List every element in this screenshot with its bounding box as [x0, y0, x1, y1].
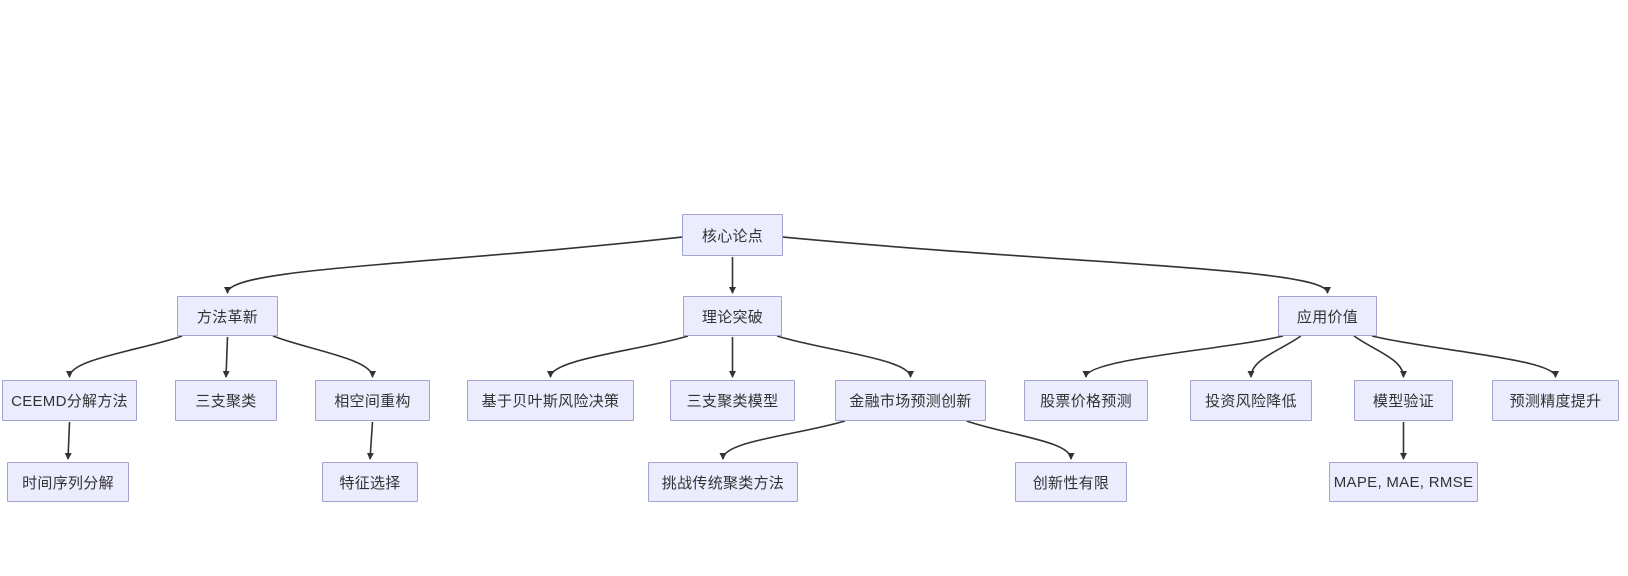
edge-application-risk	[1247, 335, 1302, 378]
edge-application-validation	[1353, 335, 1407, 378]
node-ts-decomp: 时间序列分解	[7, 462, 129, 502]
edge-method-ceemd	[66, 335, 183, 378]
node-fin-innovation: 金融市场预测创新	[835, 380, 986, 421]
edge-fin-innovation-challenge	[719, 420, 846, 460]
node-limited: 创新性有限	[1015, 462, 1127, 502]
node-three-way: 三支聚类	[175, 380, 277, 421]
node-stock: 股票价格预测	[1024, 380, 1148, 421]
node-accuracy: 预测精度提升	[1492, 380, 1619, 421]
edge-theory-fin-innovation	[776, 335, 914, 378]
node-bayes: 基于贝叶斯风险决策	[467, 380, 634, 421]
edge-root-application	[782, 236, 1331, 294]
node-validation: 模型验证	[1354, 380, 1453, 421]
edge-phase-space-feature	[366, 421, 374, 460]
edge-method-phase-space	[272, 335, 376, 378]
node-twc-model: 三支聚类模型	[670, 380, 795, 421]
edge-theory-bayes	[547, 335, 689, 378]
node-feature: 特征选择	[322, 462, 418, 502]
node-challenge: 挑战传统聚类方法	[648, 462, 798, 502]
node-application: 应用价值	[1278, 296, 1377, 336]
edge-method-three-way	[222, 336, 230, 378]
edge-root-method	[224, 236, 683, 294]
node-phase-space: 相空间重构	[315, 380, 430, 421]
node-method: 方法革新	[177, 296, 278, 336]
edge-application-accuracy	[1371, 335, 1559, 378]
node-ceemd: CEEMD分解方法	[2, 380, 137, 421]
node-metrics: MAPE, MAE, RMSE	[1329, 462, 1478, 502]
edge-ceemd-ts-decomp	[64, 421, 72, 460]
edge-application-stock	[1082, 335, 1284, 378]
node-risk: 投资风险降低	[1190, 380, 1312, 421]
node-root: 核心论点	[682, 214, 783, 256]
edge-fin-innovation-limited	[966, 420, 1075, 460]
node-theory: 理论突破	[683, 296, 782, 336]
edges-group	[64, 236, 1559, 460]
